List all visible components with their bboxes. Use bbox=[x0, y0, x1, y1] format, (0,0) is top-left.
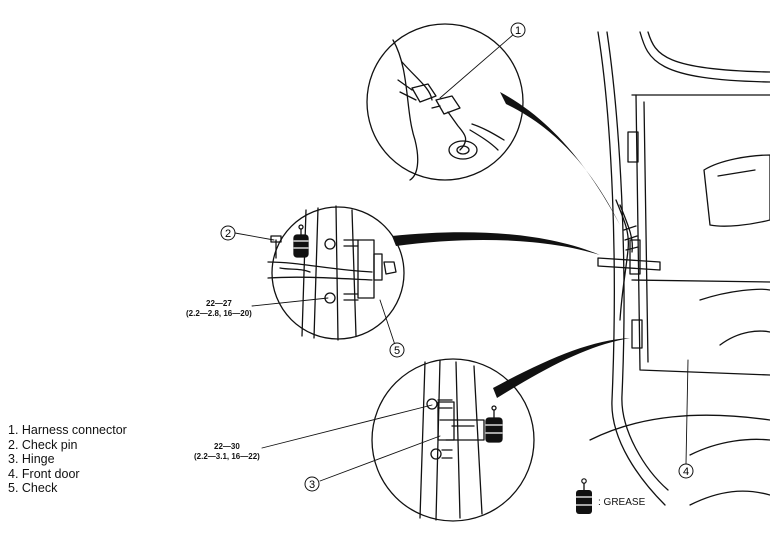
callout-5: 5 bbox=[389, 342, 405, 358]
legend-item-check: 5. Check bbox=[8, 481, 58, 496]
grease-key-label: : GREASE bbox=[598, 497, 646, 508]
parts-legend: 1. Harness connector 2. Check pin 3. Hin… bbox=[8, 423, 127, 496]
torque-spec-upper-conversion: (2.2—2.8, 16—20) bbox=[186, 309, 252, 318]
legend-item-check-pin: 2. Check pin bbox=[8, 437, 78, 452]
detail-leaders bbox=[392, 92, 630, 398]
check-link-detail bbox=[267, 205, 405, 341]
torque-spec-lower-nm: 22—30 bbox=[214, 442, 240, 451]
callout-3: 3 bbox=[304, 476, 320, 492]
svg-text:1: 1 bbox=[515, 25, 521, 37]
legend-item-front-door: 4. Front door bbox=[8, 466, 80, 481]
torque-spec-upper: 22—27 (2.2—2.8, 16—20) bbox=[186, 299, 252, 319]
torque-spec-lower: 22—30 (2.2—3.1, 16—22) bbox=[194, 442, 260, 462]
svg-text:5: 5 bbox=[394, 345, 400, 357]
svg-text:4: 4 bbox=[683, 466, 689, 478]
svg-text:2: 2 bbox=[225, 228, 231, 240]
legend-item-hinge: 3. Hinge bbox=[8, 452, 55, 467]
callout-2: 2 bbox=[220, 225, 236, 241]
hinge-detail bbox=[371, 358, 535, 522]
svg-text:3: 3 bbox=[309, 479, 315, 491]
vehicle-door-outline bbox=[589, 31, 770, 506]
torque-spec-upper-nm: 22—27 bbox=[206, 299, 232, 308]
harness-connector-detail bbox=[366, 23, 524, 181]
torque-spec-lower-conversion: (2.2—3.1, 16—22) bbox=[194, 452, 260, 461]
legend-item-harness-connector: 1. Harness connector bbox=[8, 423, 127, 437]
callout-1: 1 bbox=[510, 22, 526, 38]
callout-4: 4 bbox=[678, 463, 694, 479]
callout-lines bbox=[234, 33, 689, 482]
grease-can-icon bbox=[576, 478, 592, 514]
